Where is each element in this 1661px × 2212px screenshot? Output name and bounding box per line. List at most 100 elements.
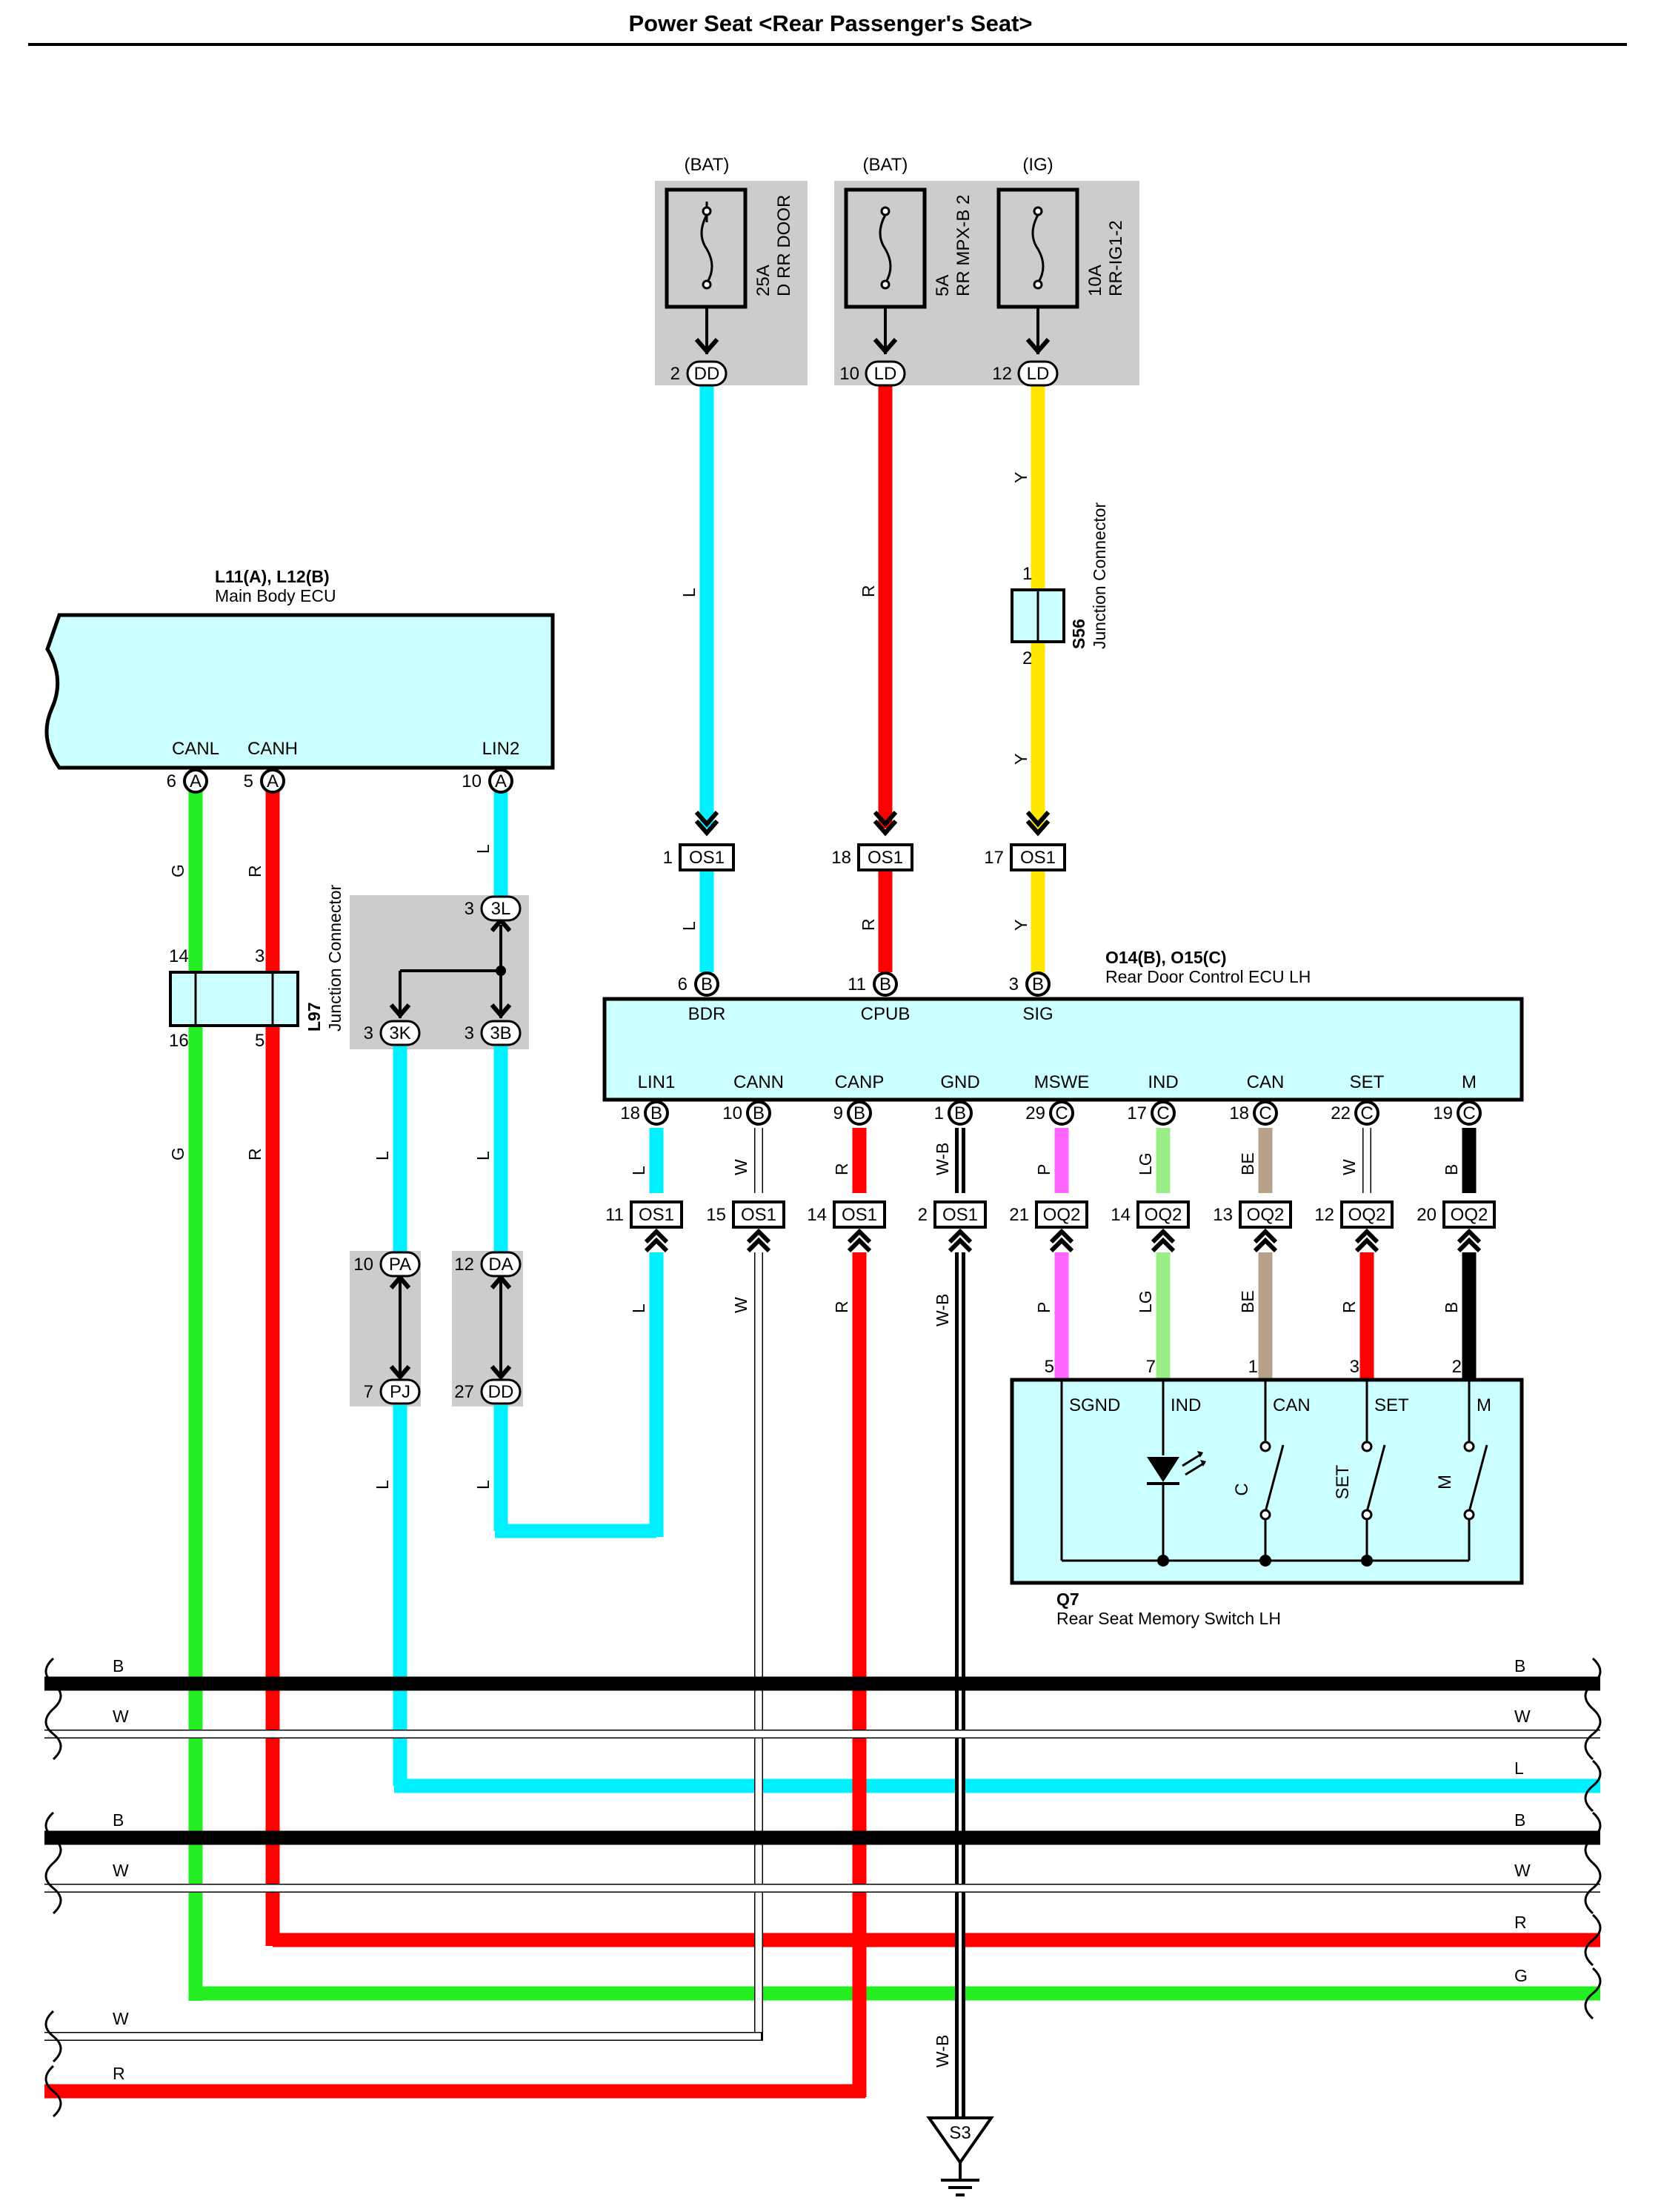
rdcu-term-wire-3: W-B <box>933 1143 952 1175</box>
main-ecu-conn-5: A <box>267 771 279 791</box>
rdcu-code: O14(B), O15(C) <box>1105 948 1227 967</box>
joint-lines <box>389 1274 512 1381</box>
rdcu-os-box-3 <box>933 1200 987 1229</box>
l97-code: L97 <box>304 1002 324 1032</box>
os1-cpub <box>857 843 913 871</box>
rdcu-os-box-6 <box>1239 1200 1292 1229</box>
rdcu-below-wire-5: LG <box>1136 1290 1155 1313</box>
pill-pa-label: PA <box>389 1255 411 1275</box>
rdcu-bdr-pin: 6 <box>678 974 688 994</box>
rdcu-os-pin-3: 2 <box>918 1205 928 1225</box>
wl-3k: L <box>373 1151 392 1160</box>
q7-pin-4: 2 <box>1452 1357 1462 1377</box>
rdcu-below-wire-6: BE <box>1238 1290 1257 1313</box>
rdcu-os-chevron-4 <box>1049 1228 1074 1253</box>
rdcu-os-chevron-8 <box>1457 1228 1482 1253</box>
rear-seat-memory-switch <box>1010 1378 1524 1585</box>
rdcu-os-chevron-3 <box>948 1228 973 1253</box>
rdcu-term-label-3: GND <box>940 1072 979 1092</box>
fuse-source-1: (BAT) <box>685 155 730 175</box>
main-ecu-canh: CANH <box>247 739 298 759</box>
q7-name: Rear Seat Memory Switch LH <box>1056 1609 1281 1628</box>
main-ecu-code: L11(A), L12(B) <box>215 567 330 586</box>
rdcu-os-label-3: OS1 <box>942 1205 978 1225</box>
l97-pin-14: 14 <box>169 946 189 966</box>
pill-pj-pin: 7 <box>364 1382 373 1402</box>
pill-pa-pin: 10 <box>353 1255 373 1275</box>
q7-label-0: SGND <box>1069 1395 1120 1415</box>
rdcu-term-conn-3: B <box>954 1103 966 1123</box>
rdcu-term-pin-6: 18 <box>1229 1103 1249 1123</box>
wl-3b: L <box>473 1151 493 1160</box>
rdcu-term-circle-7 <box>1354 1100 1379 1126</box>
rdcu-bottom-terminals: LIN1B18LOS111LCANNB10WOS115WCANPB9ROS114… <box>605 1072 1496 1326</box>
rdcu-term-circle-0 <box>644 1100 669 1126</box>
os1-sig-label: OS1 <box>1020 848 1056 868</box>
pill-3l-pin: 3 <box>465 899 474 919</box>
main-ecu-conn-6: A <box>190 771 202 791</box>
pill-3k <box>379 1020 421 1046</box>
fuse-name-3: RR-IG1-2 <box>1106 220 1126 296</box>
rdcu-below-wire-2: R <box>832 1301 851 1313</box>
wl-sig-2: Y <box>1011 754 1031 765</box>
rdcu-term-label-8: M <box>1462 1072 1477 1092</box>
bus-right-label-6: G <box>1514 1966 1528 1985</box>
rdcu-os-label-5: OQ2 <box>1145 1205 1182 1225</box>
rdcu-term-label-5: IND <box>1148 1072 1178 1092</box>
main-ecu-conn-10: A <box>495 771 507 791</box>
pill-pa <box>379 1251 421 1278</box>
q7-switch-m: M <box>1435 1475 1455 1489</box>
wl-canl-2: G <box>168 1147 187 1160</box>
rdcu-below-wire-7: R <box>1339 1301 1359 1313</box>
pin-dd: 2 <box>670 364 680 384</box>
rdcu-term-wire-1: W <box>731 1159 750 1175</box>
rdcu-term-conn-5: C <box>1156 1103 1169 1123</box>
os1-bdr-label: OS1 <box>689 848 725 868</box>
pin-ld-1: 10 <box>839 364 859 384</box>
q7-pin-1: 7 <box>1146 1357 1156 1377</box>
pin-ld-2: 12 <box>992 364 1012 384</box>
bus-right-label-0: B <box>1514 1656 1525 1675</box>
main-ecu-pin-6 <box>183 768 208 794</box>
main-ecu-pin-5 <box>260 768 285 794</box>
main-ecu-pinnum-5: 5 <box>244 771 253 791</box>
junction-dot <box>496 966 506 976</box>
l97-pin-3: 3 <box>255 946 264 966</box>
ground-label: S3 <box>949 2123 971 2143</box>
q7-label-4: M <box>1477 1395 1491 1415</box>
rdcu-term-circle-4 <box>1049 1100 1074 1126</box>
fuse-name-2: RR MPX-B 2 <box>953 195 973 296</box>
bus-left-label-7: W <box>113 2009 129 2028</box>
bus-left-label-4: W <box>113 1861 129 1880</box>
wl-cpub-1: R <box>859 585 878 597</box>
rdcu-below-wire-3: W-B <box>933 1294 952 1326</box>
rdcu-os-chevron-6 <box>1253 1228 1278 1253</box>
s56-pin-2: 2 <box>1022 648 1032 668</box>
l97-pin-5: 5 <box>255 1031 264 1051</box>
rdcu-term-label-4: MSWE <box>1034 1072 1090 1092</box>
rdcu-cpub-conn: B <box>879 974 891 994</box>
wire-cann <box>44 1128 763 2042</box>
rdcu-os-chevron-1 <box>746 1228 771 1253</box>
rdcu-os-box-5 <box>1136 1200 1190 1229</box>
bus-break-marks <box>44 1657 1602 2118</box>
rdcu-term-pin-1: 10 <box>722 1103 742 1123</box>
bus-right-label-4: W <box>1514 1861 1531 1880</box>
fuse-box-dd <box>655 181 808 385</box>
rdcu-os-box-7 <box>1340 1200 1394 1229</box>
rdcu-os-box-8 <box>1442 1200 1496 1229</box>
rdcu-sig-conn: B <box>1032 974 1044 994</box>
os1-cpub-pin: 18 <box>831 848 851 868</box>
wl-gnd-bottom: W-B <box>933 2035 952 2067</box>
rdcu-term-label-0: LIN1 <box>638 1072 676 1092</box>
q7-switch-c: C <box>1232 1483 1252 1495</box>
bus-right-label-1: W <box>1514 1707 1531 1726</box>
rdcu-below-wire-0: L <box>629 1303 648 1313</box>
pill-dd-label: DD <box>694 364 720 384</box>
rdcu-below-wire-4: P <box>1034 1302 1053 1313</box>
rdcu-os-label-7: OQ2 <box>1348 1205 1386 1225</box>
rdcu-term-circle-1 <box>746 1100 771 1126</box>
rdcu-term-circle-2 <box>847 1100 872 1126</box>
rdcu-term-circle-3 <box>948 1100 973 1126</box>
